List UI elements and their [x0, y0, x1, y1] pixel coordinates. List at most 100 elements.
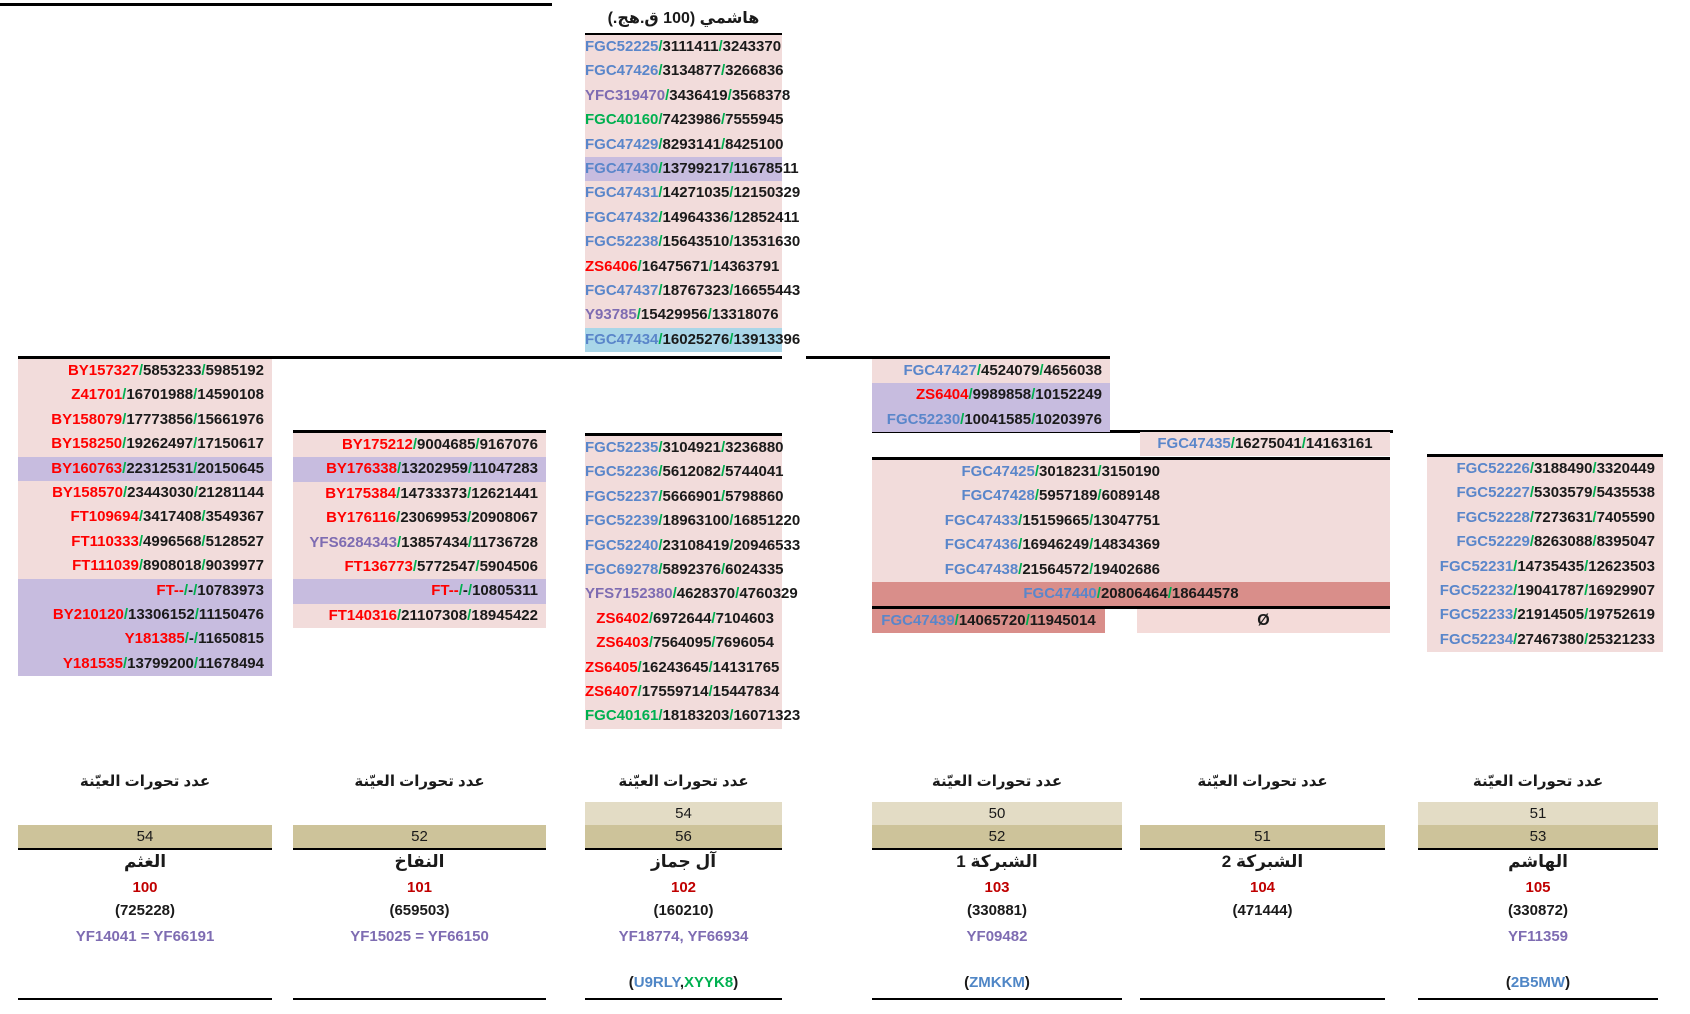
snp-text: 12852411 — [733, 208, 800, 226]
slash-separator: / — [201, 508, 206, 526]
kit-code: (U9RLY,XYYK8) — [585, 974, 782, 991]
slash-separator: / — [720, 463, 726, 481]
divider-line — [585, 998, 782, 1000]
snp-text: 9989858 — [972, 386, 1032, 404]
root-clade-title: هاشمي (100 ق.هج.) — [585, 7, 782, 36]
snp-text: 16701988 — [126, 386, 194, 404]
snp-text: BY175384 — [325, 484, 397, 502]
snp-text: FGC52240 — [585, 536, 659, 554]
snp-text: 25321233 — [1588, 630, 1655, 648]
kit-code-segment: ) — [1024, 974, 1030, 991]
snp-text: 18767323 — [662, 281, 730, 299]
snp-text: 14271035 — [662, 184, 730, 202]
slash-separator: / — [648, 634, 654, 652]
kit-code-segment: ) — [1565, 974, 1571, 991]
snp-text: 17773856 — [126, 410, 194, 428]
slash-separator: / — [658, 208, 663, 226]
mutation-count-heading: عدد تحورات العيّنة — [931, 773, 1063, 790]
sample-number: (659503) — [389, 902, 450, 919]
snp-text: ZS6405 — [585, 658, 638, 676]
branch-line — [0, 3, 552, 6]
family-name: النفاخ — [394, 852, 445, 871]
snp-text: FGC47427 — [903, 362, 977, 379]
snp-text: ZS6402 — [596, 609, 649, 627]
snp-row: YFS6284343/13857434/11736728 — [293, 530, 546, 555]
snp-text: ZS6407 — [585, 682, 638, 700]
slash-separator: / — [968, 386, 973, 404]
slash-separator: / — [1089, 511, 1094, 529]
snp-row: FGC52240/23108419/20946533 — [585, 533, 800, 558]
branch-line — [872, 430, 1393, 433]
snp-text: 5904506 — [479, 557, 538, 575]
slash-separator: / — [1513, 557, 1518, 575]
snp-text: 5985192 — [205, 362, 264, 379]
snp-row: FGC52234/27467380/25321233 — [1427, 627, 1663, 653]
summary-column-shubraka2: عدد تحورات العيّنة 51 الشبركة 2 104 (471… — [1140, 740, 1385, 1012]
snp-text: 12621441 — [471, 484, 538, 502]
snp-text: 3104921 — [662, 439, 721, 456]
snp-text: 5303579 — [1534, 484, 1593, 502]
snp-text: 10805311 — [472, 582, 538, 600]
snp-text: FGC52230 — [886, 410, 961, 428]
slash-separator: / — [735, 585, 740, 603]
divider-line — [1140, 848, 1385, 850]
snp-text: FGC47426 — [585, 62, 659, 80]
yf-kit-id: YF11359 — [1507, 928, 1569, 945]
slash-separator: / — [412, 557, 418, 575]
snp-row: FGC52233/21914505/19752619 — [1427, 603, 1663, 628]
snp-row: FGC47426/3134877/3266836 — [585, 59, 784, 84]
sample-id: 105 — [1525, 879, 1551, 896]
kit-code-segment: ( — [1505, 974, 1511, 991]
snp-row: YFC319470/3436419/3568378 — [585, 83, 790, 109]
snp-text: 3266836 — [725, 62, 784, 80]
snp-text: 15447834 — [712, 682, 780, 700]
divider-line — [293, 998, 546, 1000]
slash-separator: / — [729, 184, 734, 202]
slash-separator: / — [458, 582, 463, 600]
snp-row: FGC52226/3188490/3320449 — [1427, 457, 1663, 482]
snp-text: BY176338 — [326, 460, 397, 478]
slash-separator: / — [193, 435, 198, 453]
snp-text: FGC47428 — [961, 487, 1035, 505]
snp-text: 20908067 — [471, 509, 538, 527]
snp-row: FGC47433/15159665/13047751 — [872, 508, 1390, 534]
slash-separator: / — [708, 658, 713, 676]
snp-row: ZS6406/16475671/14363791 — [585, 254, 782, 279]
slash-separator: / — [658, 560, 663, 578]
snp-text: FGC52225 — [585, 38, 659, 55]
slash-separator: / — [658, 62, 663, 80]
snp-row: BY176116/23069953/20908067 — [293, 506, 546, 531]
slash-separator: / — [1513, 606, 1518, 624]
snp-text: Y181535 — [62, 654, 123, 672]
snp-row: FGC47434/16025276/13913396 — [585, 327, 800, 353]
slash-separator: / — [138, 362, 144, 379]
slash-separator: / — [658, 184, 663, 202]
snp-text: FGC47432 — [585, 208, 659, 226]
snp-text: YFS7152380 — [585, 585, 673, 603]
divider-line — [1418, 848, 1658, 850]
snp-text: 6024335 — [725, 560, 784, 578]
slash-separator: / — [727, 86, 732, 104]
slash-separator: / — [122, 654, 128, 672]
slash-separator: / — [720, 560, 726, 578]
sample-number: (471444) — [1232, 902, 1293, 919]
snp-text: 3018231 — [1039, 463, 1098, 480]
slash-separator: / — [1592, 460, 1597, 477]
slash-separator: / — [658, 159, 663, 177]
slash-separator: / — [193, 459, 198, 477]
slash-separator: / — [658, 281, 663, 299]
branch-line — [872, 457, 1390, 460]
slash-separator: / — [636, 306, 641, 324]
snp-text: BY176116 — [326, 509, 397, 527]
snp-text: 23069953 — [400, 509, 468, 527]
snp-text: FGC52229 — [1456, 533, 1530, 551]
snp-text: Y93785 — [585, 306, 637, 324]
summary-column-ghathm: عدد تحورات العيّنة 54 الغثم 100 (725228)… — [18, 740, 272, 1012]
family-name: الشبركة 2 — [1221, 852, 1304, 871]
sample-id: 103 — [984, 879, 1010, 896]
